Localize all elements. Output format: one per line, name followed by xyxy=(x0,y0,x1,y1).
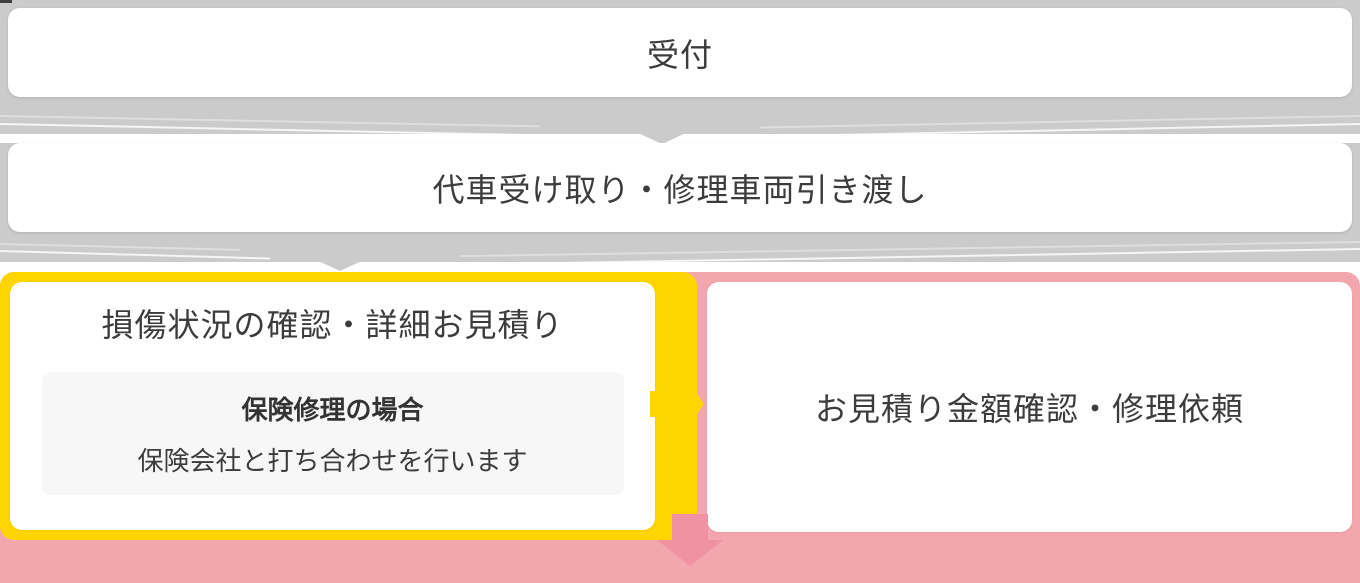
step-reception-label: 受付 xyxy=(646,35,713,74)
chevron-down-icon xyxy=(625,127,699,144)
top-left-artifact xyxy=(0,0,12,3)
step-estimate-confirm: お見積り金額確認・修理依頼 xyxy=(707,282,1352,532)
insurance-note-body: 保険会社と打ち合わせを行います xyxy=(137,446,528,477)
step-car-handover-label: 代車受け取り・修理車両引き渡し xyxy=(432,170,928,209)
step-damage-estimate-title: 損傷状況の確認・詳細お見積り xyxy=(101,306,564,344)
triangle-right-icon xyxy=(650,391,680,417)
step-damage-estimate: 損傷状況の確認・詳細お見積り 保険修理の場合 保険会社と打ち合わせを行います xyxy=(10,282,655,530)
arrow-down-icon xyxy=(657,540,723,566)
triangle-right-icon xyxy=(678,366,704,442)
gap-strip xyxy=(0,262,1360,270)
top-gray-panel: 受付 代車受け取り・修理車両引き渡し xyxy=(0,0,1360,271)
arrow-down-icon xyxy=(672,514,708,542)
step-reception: 受付 xyxy=(8,8,1352,97)
insurance-note: 保険修理の場合 保険会社と打ち合わせを行います xyxy=(41,372,624,495)
wedge-line xyxy=(460,241,1360,258)
wedge-line xyxy=(0,250,270,260)
step-car-handover: 代車受け取り・修理車両引き渡し xyxy=(8,143,1352,232)
chevron-down-icon xyxy=(303,254,377,271)
insurance-note-title: 保険修理の場合 xyxy=(241,395,424,426)
step-estimate-confirm-label: お見積り金額確認・修理依頼 xyxy=(814,390,1244,428)
wedge-line xyxy=(0,243,240,251)
